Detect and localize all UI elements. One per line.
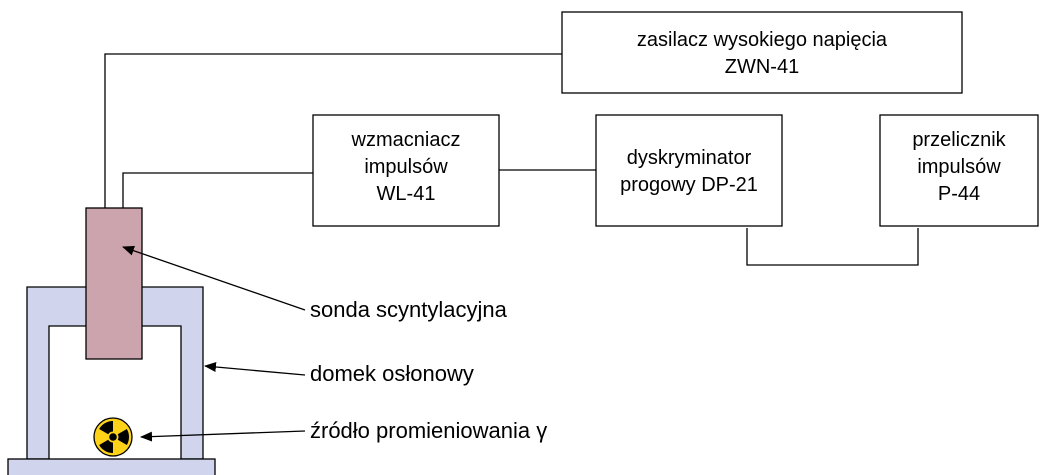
amplifier-model: WL-41 [377, 183, 436, 205]
amplifier-name-2: impulsów [364, 156, 448, 178]
radiation-trefoil-icon [93, 417, 133, 457]
discriminator-block: dyskryminator progowy DP-21 [595, 114, 783, 227]
hv-supply-block: zasilacz wysokiego napięcia ZWN-41 [561, 11, 963, 94]
discriminator-name: dyskryminator [627, 147, 752, 169]
shield-label: domek osłonowy [310, 361, 474, 386]
hv-cable [104, 53, 562, 208]
amplifier-name: wzmacniacz [351, 129, 461, 151]
discriminator-model: progowy DP-21 [620, 174, 758, 196]
discriminator-counter-cable [746, 228, 919, 266]
counter-name-2: impulsów [917, 156, 1001, 178]
source-label: źródło promieniowania γ [310, 418, 547, 443]
scintillation-probe [85, 207, 143, 360]
counter-block: przelicznik impulsów P-44 [879, 114, 1039, 227]
amplifier-block: wzmacniacz impulsów WL-41 [312, 114, 500, 227]
probe-amplifier-cable [122, 172, 313, 208]
counter-name: przelicznik [912, 129, 1006, 151]
source-callout-arrow [140, 430, 306, 442]
probe-label: sonda scyntylacyjna [310, 297, 508, 322]
shield-callout-arrow [204, 362, 306, 376]
base-plate [7, 458, 216, 475]
probe-callout-arrow [122, 245, 306, 311]
hv-supply-name: zasilacz wysokiego napięcia [637, 29, 888, 51]
counter-model: P-44 [938, 183, 980, 205]
hv-supply-model: ZWN-41 [725, 56, 799, 78]
